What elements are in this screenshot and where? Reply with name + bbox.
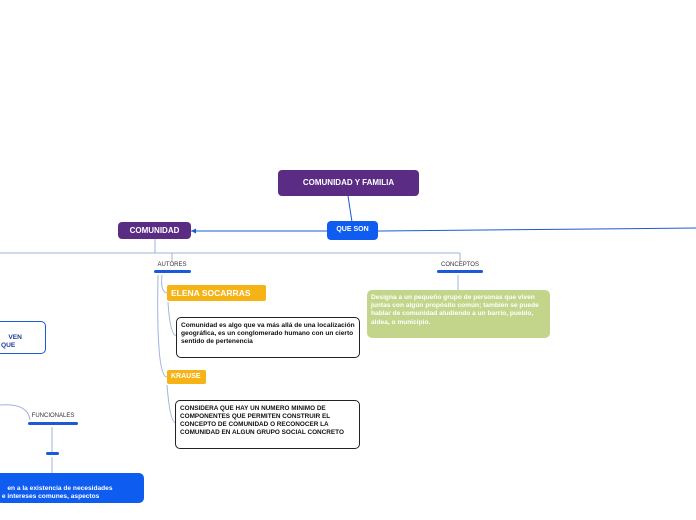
krause-label: KRAUSE <box>171 372 201 380</box>
elena-description-node[interactable]: Comunidad es algo que va más allá de una… <box>176 317 360 358</box>
krause-description-text: CONSIDERA QUE HAY UN NUMERO MINIMO DE CO… <box>180 405 344 436</box>
elena-socarras-node[interactable]: ELENA SOCARRAS <box>167 285 266 301</box>
link-funcionales <box>0 404 31 421</box>
link-elena-desc <box>167 301 178 337</box>
link-queson-right <box>377 227 696 232</box>
link-arrowhead <box>191 228 196 234</box>
root-node-label: COMUNIDAD Y FAMILIA <box>302 178 395 187</box>
funcionales-underline <box>28 422 78 425</box>
comunidad-label: COMUNIDAD <box>129 225 180 235</box>
conceptos-label[interactable]: CONCEPTOS <box>441 262 479 268</box>
comunidad-node[interactable]: COMUNIDAD <box>118 222 191 239</box>
concepto-description-text: Designa a un pequeño grupo de personas q… <box>371 294 539 326</box>
funcionales-collapse-handle[interactable] <box>46 452 59 455</box>
que-son-node[interactable]: QUE SON <box>327 221 378 240</box>
left-partial-node[interactable]: VEN QUE <box>0 321 46 354</box>
link-autores-elena <box>161 274 169 294</box>
funcionales-label[interactable]: FUNCIONALES <box>31 413 75 419</box>
autores-label[interactable]: AUTORES <box>157 262 187 268</box>
que-son-label: QUE SON <box>336 226 369 234</box>
elena-socarras-label: ELENA SOCARRAS <box>171 287 251 298</box>
autores-underline <box>154 270 191 273</box>
krause-node[interactable]: KRAUSE <box>167 370 206 384</box>
bottom-partial-node[interactable]: en a la existencia de necesidades e inte… <box>0 473 144 509</box>
left-partial-text: VEN QUE <box>1 334 22 350</box>
conceptos-underline <box>437 270 483 273</box>
link-autores-krause <box>157 274 168 378</box>
bottom-partial-text: en a la existencia de necesidades e inte… <box>0 485 113 509</box>
elena-description-text: Comunidad es algo que va más allá de una… <box>181 322 355 346</box>
concepto-description-node[interactable]: Designa a un pequeño grupo de personas q… <box>367 290 550 338</box>
krause-description-node[interactable]: CONSIDERA QUE HAY UN NUMERO MINIMO DE CO… <box>175 400 360 449</box>
link-root-queson <box>347 195 353 223</box>
root-node[interactable]: COMUNIDAD Y FAMILIA <box>278 170 419 196</box>
